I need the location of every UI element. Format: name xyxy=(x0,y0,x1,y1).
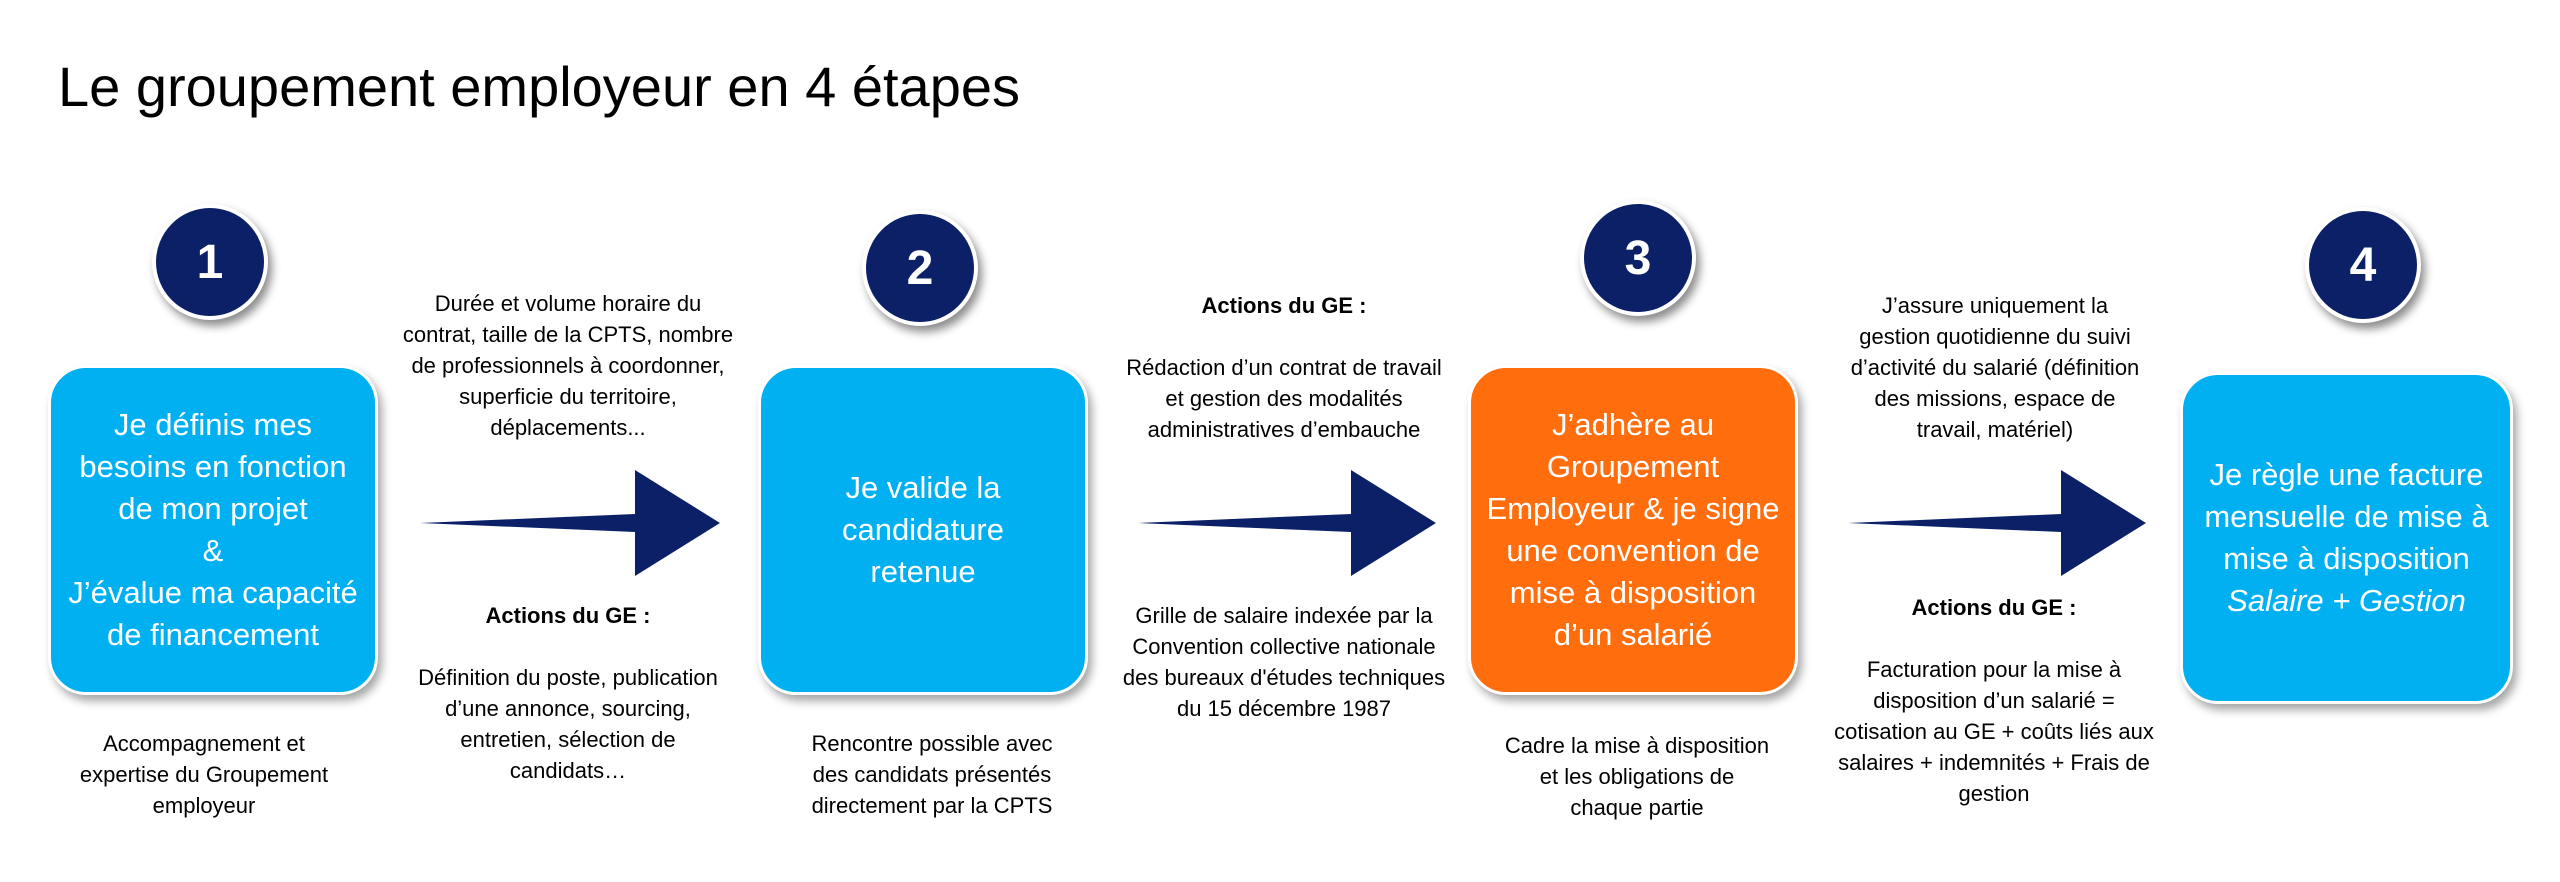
step-3-line: une convention de xyxy=(1506,533,1760,568)
note-line: de professionnels à coordonner, xyxy=(411,353,725,378)
note-line: entretien, sélection de xyxy=(460,727,676,752)
caption-line: chaque partie xyxy=(1570,795,1704,820)
note-line: Grille de salaire indexée par la xyxy=(1135,603,1433,628)
transition-3-bottom-text: Actions du GE : Facturation pour la mise… xyxy=(1814,592,2174,809)
step-1-line: J’évalue ma capacité xyxy=(68,575,358,610)
note-line: contrat, taille de la CPTS, nombre xyxy=(402,322,734,347)
note-line: d’une annonce, sourcing, xyxy=(445,696,691,721)
note-line: gestion xyxy=(1958,781,2030,806)
note-line: J’assure uniquement la xyxy=(1881,293,2109,318)
step-4-line: mise à disposition xyxy=(2223,541,2470,576)
note-line: Durée et volume horaire du xyxy=(434,291,702,316)
note-line: salaires + indemnités + Frais de xyxy=(1838,750,2150,775)
note-line: superficie du territoire, xyxy=(459,384,677,409)
step-1-line: de financement xyxy=(107,617,319,652)
transition-1-top-text: Durée et volume horaire du contrat, tail… xyxy=(388,288,748,443)
note-line: des bureaux d'études techniques xyxy=(1122,665,1446,690)
note-line: travail, matériel) xyxy=(1916,417,2074,442)
caption-line: Rencontre possible avec xyxy=(811,731,1053,756)
step-1-line: de mon projet xyxy=(118,491,308,526)
note-line: cotisation au GE + coûts liés aux xyxy=(1834,719,2154,744)
step-1-caption: Accompagnement et expertise du Groupemen… xyxy=(44,728,364,821)
step-2-line: retenue xyxy=(870,554,976,589)
caption-line: Cadre la mise à disposition xyxy=(1504,733,1770,758)
note-line: Rédaction d’un contrat de travail xyxy=(1126,355,1442,380)
transition-1-arrow-icon xyxy=(420,470,720,576)
note-line: gestion quotidienne du suivi xyxy=(1859,324,2131,349)
note-line: et gestion des modalités xyxy=(1165,386,1403,411)
step-3-line: J’adhère au xyxy=(1551,407,1714,442)
step-3-line: Groupement xyxy=(1546,449,1720,484)
note-line: candidats… xyxy=(509,758,627,783)
step-4-box: Je règle une facture mensuelle de mise à… xyxy=(2180,372,2513,704)
step-3-line: d’un salarié xyxy=(1553,617,1713,652)
step-2-number-badge: 2 xyxy=(862,210,978,326)
note-line: des missions, espace de xyxy=(1874,386,2116,411)
note-line: Définition du poste, publication xyxy=(418,665,718,690)
step-2-line: candidature xyxy=(841,512,1004,547)
transition-2-bottom-text: Grille de salaire indexée par la Convent… xyxy=(1104,600,1464,724)
caption-line: Accompagnement et xyxy=(103,731,305,756)
transition-2-arrow-icon xyxy=(1138,470,1436,576)
step-2-line: Je valide la xyxy=(845,470,1001,505)
step-4-line: Je règle une facture xyxy=(2209,457,2484,492)
step-1-number-badge: 1 xyxy=(152,204,268,320)
transition-3-arrow-icon xyxy=(1848,470,2146,576)
step-2-caption: Rencontre possible avec des candidats pr… xyxy=(772,728,1092,821)
step-3-caption: Cadre la mise à disposition et les oblig… xyxy=(1472,730,1802,823)
page-title: Le groupement employeur en 4 étapes xyxy=(58,55,1020,118)
note-line: administratives d’embauche xyxy=(1147,417,1421,442)
note-line: Convention collective nationale xyxy=(1132,634,1436,659)
note-line: disposition d’un salarié = xyxy=(1873,688,2115,713)
caption-line: et les obligations de xyxy=(1539,764,1735,789)
step-3-line: Employeur & je signe xyxy=(1486,491,1780,526)
caption-line: expertise du Groupement xyxy=(79,762,329,787)
step-1-box: Je définis mes besoins en fonction de mo… xyxy=(48,365,378,695)
step-1-line: Je définis mes xyxy=(113,407,313,442)
step-4-line: mensuelle de mise à xyxy=(2204,499,2489,534)
note-line: Facturation pour la mise à xyxy=(1866,657,2122,682)
step-3-line: mise à disposition xyxy=(1509,575,1757,610)
step-3-number-badge: 3 xyxy=(1580,200,1696,316)
caption-line: des candidats présentés xyxy=(812,762,1052,787)
step-1-line: & xyxy=(202,533,224,568)
caption-line: employeur xyxy=(152,793,256,818)
note-line: du 15 décembre 1987 xyxy=(1176,696,1392,721)
transition-2-top-text: Actions du GE : Rédaction d’un contrat d… xyxy=(1104,290,1464,445)
note-heading: Actions du GE : xyxy=(1201,293,1367,318)
step-3-box: J’adhère au Groupement Employeur & je si… xyxy=(1468,365,1798,695)
note-line: d’activité du salarié (définition xyxy=(1850,355,2140,380)
transition-1-bottom-text: Actions du GE : Définition du poste, pub… xyxy=(398,600,738,786)
step-1-line: besoins en fonction xyxy=(79,449,347,484)
step-2-box: Je valide la candidature retenue xyxy=(758,365,1088,695)
caption-line: directement par la CPTS xyxy=(811,793,1053,818)
note-heading: Actions du GE : xyxy=(1911,595,2077,620)
transition-3-top-text: J’assure uniquement la gestion quotidien… xyxy=(1820,290,2170,445)
step-4-number-badge: 4 xyxy=(2305,207,2421,323)
note-line: déplacements... xyxy=(490,415,646,440)
step-4-italic-line: Salaire + Gestion xyxy=(2227,583,2466,618)
note-heading: Actions du GE : xyxy=(485,603,651,628)
